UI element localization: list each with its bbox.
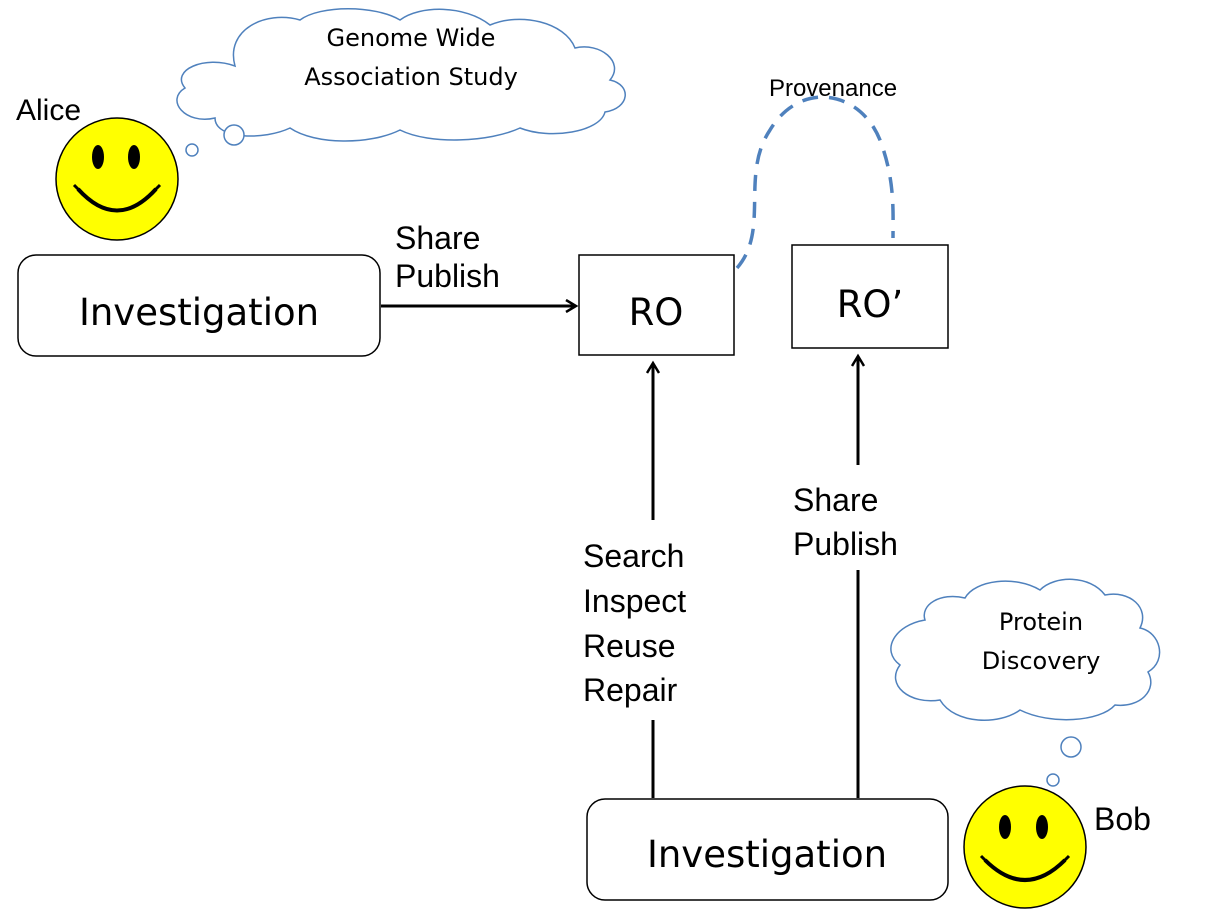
ro-label: RO [629,291,684,334]
bob-thought-bubble-large [1060,736,1082,758]
bob-smiley-icon [963,785,1087,909]
ro-prime-label: RO’ [837,283,904,326]
alice-investigation-box [17,254,381,357]
bob-thought-line-1: Protein [999,608,1083,636]
bob-share-label-2: Publish [793,526,898,562]
provenance-link [735,95,895,270]
bob-investigation-label: Investigation [647,833,887,876]
alice-thought-bubble-small [185,143,199,157]
ro-box [578,254,735,356]
bob-share-label-1: Share [793,482,878,518]
alice-thought-bubble-large [223,124,245,146]
bob-reuse-label-3: Reuse [583,628,676,664]
provenance-label: Provenance [769,75,897,102]
alice-label: Alice [16,94,81,127]
bob-reuse-label-2: Inspect [583,583,686,619]
alice-thought-line-2: Association Study [304,63,518,91]
bob-label: Bob [1094,801,1151,837]
bob-thought-cloud: Protein Discovery [890,578,1161,787]
alice-share-label-1: Share [395,220,480,256]
bob-thought-line-2: Discovery [982,647,1101,675]
bob-reuse-label-1: Search [583,538,684,574]
ro-prime-box [791,244,949,349]
alice-thought-cloud: Genome Wide Association Study [176,8,626,157]
bob-investigation-box [586,798,949,901]
alice-investigation-label: Investigation [79,291,319,334]
alice-thought-line-1: Genome Wide [327,24,496,52]
alice-smiley-icon [55,117,179,241]
alice-share-label-2: Publish [395,258,500,294]
bob-reuse-label-4: Repair [583,672,678,708]
bob-thought-bubble-small [1046,773,1060,787]
